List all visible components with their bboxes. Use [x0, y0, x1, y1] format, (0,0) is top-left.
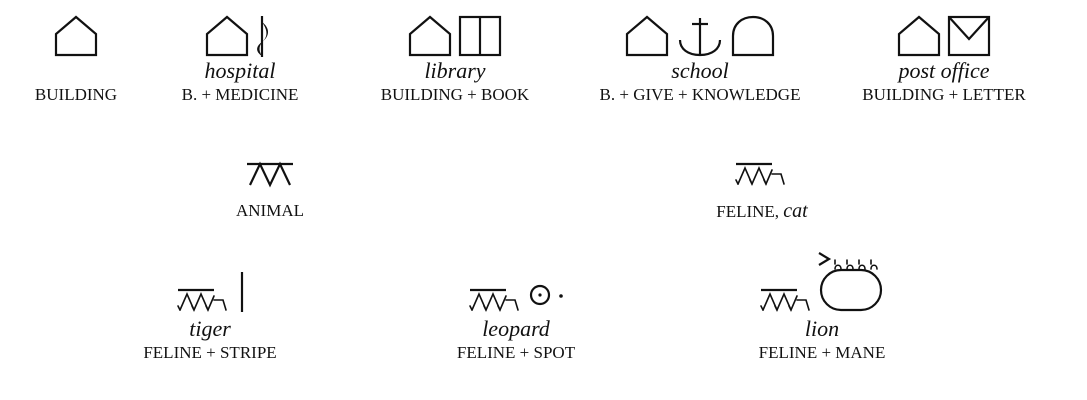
give-icon	[678, 18, 722, 57]
building-icon	[408, 15, 452, 57]
entry-tiger: tiger FELINE + STRIPE	[100, 250, 320, 364]
gloss-leopard: FELINE + SPOT	[456, 343, 576, 362]
word-lion: lion	[804, 316, 840, 341]
word-school: school	[671, 58, 729, 83]
gloss-post-office: BUILDING + LETTER	[862, 85, 1026, 104]
gloss-tiger: FELINE + STRIPE	[143, 343, 277, 362]
word-leopard: leopard	[482, 316, 550, 341]
gloss-library: BUILDING + BOOK	[380, 85, 530, 104]
letter-icon	[947, 15, 991, 57]
entry-hospital: hospital B. + MEDICINE	[130, 14, 350, 106]
gloss-hospital: B. + MEDICINE	[181, 85, 299, 104]
post-office-symbol	[897, 15, 991, 57]
tiger-symbol	[177, 272, 244, 313]
word-library: library	[424, 58, 486, 83]
knowledge-icon	[731, 15, 775, 57]
building-icon	[625, 15, 669, 57]
entry-library: library BUILDING + BOOK	[345, 14, 565, 106]
mane-icon	[818, 252, 883, 312]
word-post-office: post office	[898, 58, 990, 83]
feline-icon	[469, 288, 519, 313]
building-icon	[54, 15, 98, 57]
gloss-building: BUILDING	[34, 85, 118, 104]
entry-cat: FELINE, cat	[652, 160, 872, 223]
word-hospital: hospital	[204, 58, 276, 83]
word-tiger: tiger	[189, 316, 231, 341]
animal-icon	[247, 161, 293, 188]
library-symbol	[408, 15, 502, 57]
hospital-symbol	[205, 15, 268, 57]
gloss-school: B. + GIVE + KNOWLEDGE	[599, 85, 801, 104]
feline-icon	[760, 288, 810, 313]
entry-post-office: post office BUILDING + LETTER	[834, 14, 1054, 106]
spot-icon	[529, 284, 563, 306]
entry-building: BUILDING	[0, 14, 186, 106]
entry-leopard: leopard FELINE + SPOT	[406, 250, 626, 364]
gloss-lion: FELINE + MANE	[758, 343, 886, 362]
medicine-icon	[257, 16, 268, 57]
book-icon	[458, 15, 502, 57]
school-symbol	[625, 15, 775, 57]
lion-symbol	[760, 252, 883, 313]
building-icon	[205, 15, 249, 57]
gloss-cat: FELINE, cat	[652, 200, 872, 223]
entry-lion: lion FELINE + MANE	[712, 250, 932, 364]
building-icon	[897, 15, 941, 57]
leopard-symbol	[469, 284, 563, 313]
entry-animal: ANIMAL	[160, 160, 380, 222]
gloss-cat-label: FELINE,	[716, 202, 780, 221]
gloss-cat-word: cat	[783, 200, 808, 222]
gloss-animal: ANIMAL	[236, 201, 304, 220]
feline-icon	[735, 162, 785, 187]
feline-icon	[177, 288, 227, 313]
entry-school: school B. + GIVE + KNOWLEDGE	[590, 14, 810, 106]
